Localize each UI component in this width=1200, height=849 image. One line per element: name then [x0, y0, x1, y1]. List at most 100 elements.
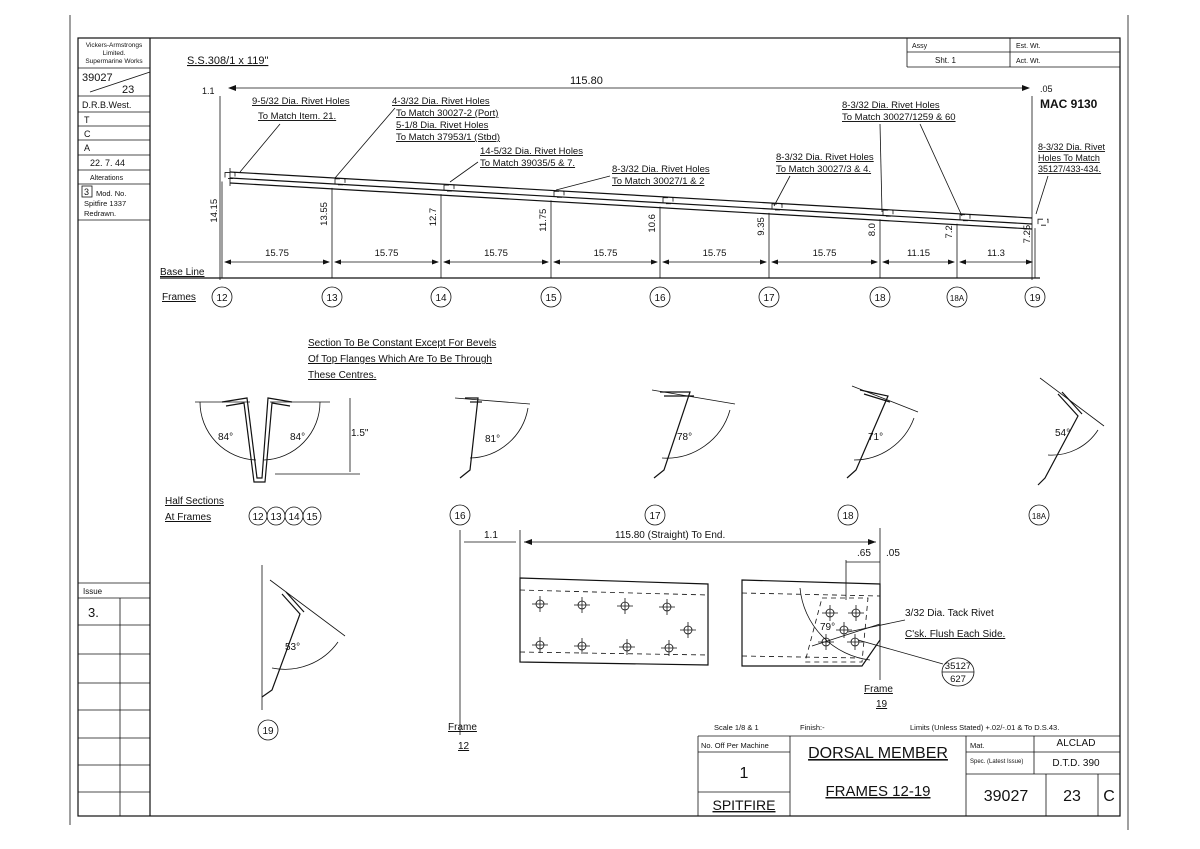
sidebar-block: Vickers-Armstrongs Limited. Supermarine …	[78, 42, 151, 221]
half-section-angle-right: 84°	[290, 432, 305, 443]
note1-line1: 9-5/32 Dia. Rivet Holes	[252, 96, 350, 107]
rivet-centre-mark	[574, 638, 590, 654]
end-offset: .05	[1040, 84, 1053, 94]
frame-height: 11.75	[538, 209, 549, 232]
spacing-arrow	[542, 259, 549, 265]
spec-reference: S.S.308/1 x 119"	[187, 55, 268, 67]
drawn-by: D.R.B.West.	[82, 100, 131, 110]
detail-strip-right	[741, 579, 881, 667]
frame-balloon	[211, 286, 233, 308]
elevation-view: 115.80 1.1 .05 Base Line Frames 1214.151…	[160, 75, 1053, 308]
company-line-3: Supermarine Works	[85, 58, 143, 65]
spacing-arrow	[432, 259, 439, 265]
tack-note-1: 3/32 Dia. Tack Rivet	[905, 608, 994, 619]
rivet-centre-mark	[617, 598, 633, 614]
sheet-number: 23	[1063, 788, 1081, 805]
member-bottom-edge	[229, 182, 1033, 230]
approved-mark: A	[84, 143, 90, 153]
section-frame-number: 18	[842, 511, 854, 522]
spacing-value: 15.75	[375, 248, 399, 259]
title-block: Scale 1/8 & 1 Finish:- Limits (Unless St…	[697, 723, 1120, 816]
frame-number: 13	[326, 293, 338, 304]
frame-balloon	[1024, 286, 1046, 308]
section-frame-balloon	[644, 504, 666, 526]
frame-balloon	[869, 286, 891, 308]
frame12-label: Frame	[448, 722, 477, 733]
spacing-arrow	[651, 259, 658, 265]
detail-dim-65: .65	[857, 548, 871, 559]
section-frame-balloon	[1028, 504, 1050, 526]
frame-balloon	[430, 286, 452, 308]
rivet-centre-mark	[836, 622, 852, 638]
no-off-value: 1	[740, 765, 749, 782]
spacing-arrow	[882, 259, 889, 265]
limits-text: Limits (Unless Stated) +.02/-.01 & To D.…	[910, 723, 1059, 732]
rivet-hole-group	[553, 191, 565, 198]
frame-number: 18A	[950, 294, 965, 303]
section-17-profile	[653, 391, 691, 479]
note3-line2: To Match 39035/5 & 7.	[480, 158, 575, 169]
note5-line1: 8-3/32 Dia. Rivet Holes	[776, 152, 874, 163]
section-note-3: These Centres.	[308, 370, 376, 381]
frame-height: 7.25	[1022, 225, 1033, 244]
member-flange-edge	[229, 177, 1033, 225]
issue-value: 3.	[88, 605, 99, 620]
scale-text: Scale 1/8 & 1	[714, 723, 759, 732]
tack-note-2: C'sk. Flush Each Side.	[905, 629, 1005, 640]
note2-line3: 5-1/8 Dia. Rivet Holes	[396, 120, 489, 131]
note4-line1: 8-3/32 Dia. Rivet Holes	[612, 164, 710, 175]
issue-label: Issue	[83, 587, 103, 596]
company-line-2: Limited.	[103, 50, 126, 57]
section-view-16: 81° 16	[449, 397, 531, 526]
assy-label: Assy	[912, 43, 928, 50]
frame-number: 18	[874, 293, 886, 304]
start-offset: 1.1	[202, 86, 215, 96]
spacing-value: 15.75	[484, 248, 508, 259]
spacing-value: 15.75	[594, 248, 618, 259]
section-frame-balloon	[449, 504, 471, 526]
rivet-notes: 9-5/32 Dia. Rivet Holes To Match Item. 2…	[239, 96, 1106, 217]
section-view-18a: 54° 18A	[1028, 377, 1105, 526]
section-note: Section To Be Constant Except For Bevels…	[308, 338, 496, 381]
material-value: ALCLAD	[1057, 738, 1096, 749]
detail-length: 115.80 (Straight) To End.	[615, 530, 725, 541]
est-wt-label: Est. Wt.	[1016, 43, 1041, 50]
rivet-hole-group	[662, 197, 674, 205]
no-off-label: No. Off Per Machine	[701, 741, 769, 750]
sidebar-sheet-ref: 23	[122, 84, 134, 96]
section-frame-number: 16	[454, 511, 466, 522]
note5-line2: To Match 30027/3 & 4.	[776, 164, 871, 175]
half-section-profile	[221, 397, 293, 479]
rivet-centre-mark	[818, 634, 834, 650]
detail-view: 1.1 115.80 (Straight) To End. .65 .05 79…	[448, 528, 1005, 752]
frame-number: 19	[1029, 293, 1041, 304]
rivet-hole-group	[443, 184, 455, 192]
alteration-text-1: Mod. No.	[96, 189, 126, 198]
section-view-18: 71° 18	[837, 385, 919, 526]
spacing-value: 15.75	[265, 248, 289, 259]
section-frame-balloon	[837, 504, 859, 526]
spacing-arrow	[553, 259, 560, 265]
frame12-num: 12	[458, 741, 470, 752]
sidebar-drawing-number: 39027	[82, 72, 113, 84]
half-section-label-1: Half Sections	[165, 496, 224, 507]
spacing-value: 15.75	[703, 248, 727, 259]
frame-balloon	[649, 286, 671, 308]
checked-mark: C	[84, 129, 91, 139]
rivet-centre-mark	[532, 596, 548, 612]
rivet-hole-group	[224, 172, 236, 179]
issue-letter: C	[1103, 788, 1115, 805]
aircraft-name: SPITFIRE	[712, 797, 775, 813]
frame-number: 15	[545, 293, 557, 304]
rivet-centre-mark	[619, 639, 635, 655]
rivet-centre-mark	[659, 599, 675, 615]
issue-grid: Issue 3.	[78, 582, 150, 816]
alteration-text-2: Spitfire 1337	[84, 199, 126, 208]
frame-height: 14.15	[209, 199, 220, 223]
note7-line3: 35127/433-434.	[1038, 164, 1101, 174]
section-16-angle: 81°	[485, 434, 500, 445]
section-18-profile	[846, 389, 889, 479]
note3-line1: 14-5/32 Dia. Rivet Holes	[480, 146, 583, 157]
note7-line2: Holes To Match	[1038, 153, 1100, 163]
